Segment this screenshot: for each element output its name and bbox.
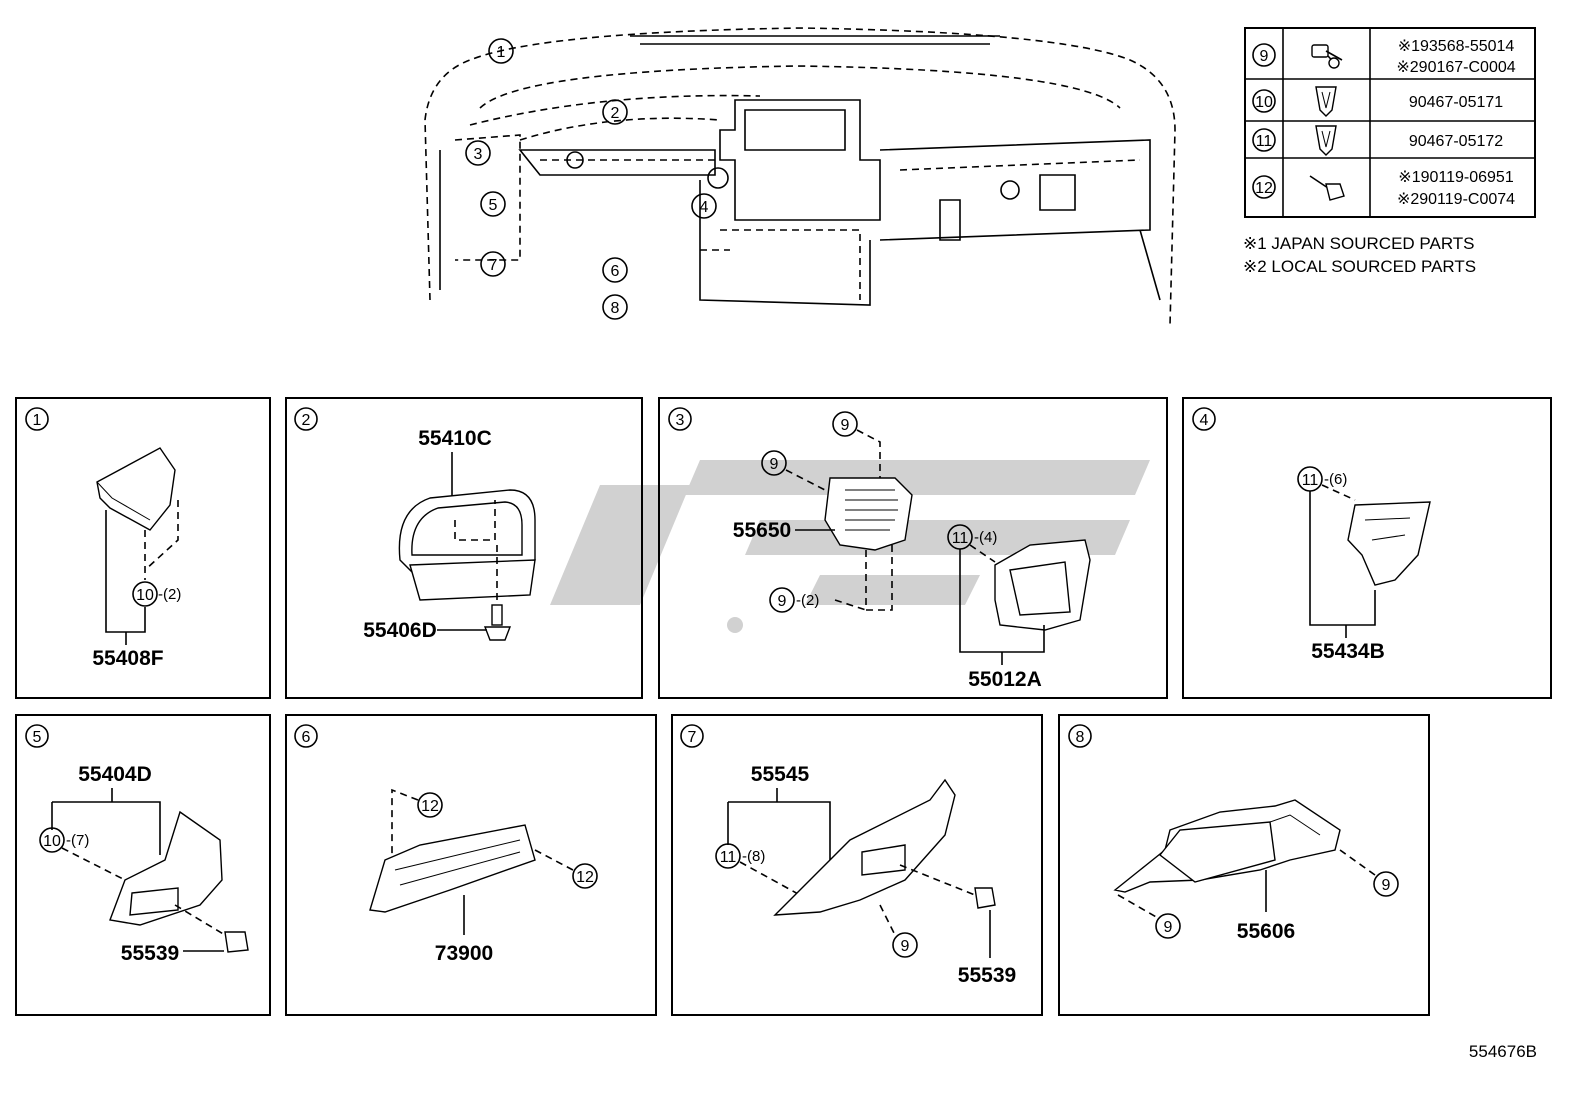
clip-icon (1315, 86, 1337, 117)
svg-text:9: 9 (778, 593, 787, 610)
overview-callout-3: 3 (474, 146, 483, 163)
part-55545: 55545 (751, 763, 810, 786)
dashboard-overview (424, 27, 1176, 326)
diagram-code: 554676B (1469, 1042, 1537, 1061)
svg-text:7: 7 (688, 729, 697, 746)
part-number-9a: ※193568-55014 (1398, 38, 1515, 55)
part-55012A: 55012A (968, 668, 1042, 691)
part-73900: 73900 (435, 942, 493, 965)
svg-text:9: 9 (1260, 48, 1269, 65)
svg-text:10: 10 (1255, 94, 1273, 111)
panel-4: 4 11 -(6) 55434B (1182, 397, 1552, 699)
part-55410C: 55410C (418, 427, 492, 450)
overview-callout-8: 8 (611, 300, 620, 317)
part-55650: 55650 (733, 519, 791, 542)
svg-text:-(2): -(2) (796, 592, 819, 609)
part-number-12b: ※290119-C0074 (1397, 191, 1515, 208)
screw-icon (1311, 44, 1343, 69)
svg-text:-(2): -(2) (158, 586, 181, 603)
overview-callout-2: 2 (611, 105, 620, 122)
svg-text:9: 9 (841, 417, 850, 434)
svg-text:9: 9 (770, 456, 779, 473)
clip-icon (1315, 125, 1337, 156)
panel-3: 3 9 9 55650 9 -(2) 11 -(4) 55012A (658, 397, 1168, 699)
overview-callout-6: 6 (611, 263, 620, 280)
svg-text:11: 11 (1302, 472, 1319, 489)
panel-6: 6 12 12 73900 (285, 714, 657, 1016)
svg-text:11: 11 (952, 530, 969, 547)
part-number-9b: ※290167-C0004 (1396, 59, 1515, 76)
part-55434B: 55434B (1311, 640, 1385, 663)
svg-text:9: 9 (1164, 919, 1173, 936)
overview-callouts: 1 2 3 4 5 6 7 8 (465, 38, 717, 320)
panel-8: 8 9 9 55606 (1058, 714, 1430, 1016)
svg-text:11: 11 (720, 849, 737, 866)
svg-text:3: 3 (676, 412, 685, 429)
panel-2: 2 55410C 55406D (285, 397, 643, 699)
svg-text:4: 4 (1200, 412, 1209, 429)
svg-text:12: 12 (576, 869, 594, 886)
svg-text:-(7): -(7) (66, 832, 89, 849)
part-number-12a: ※190119-06951 (1398, 169, 1514, 186)
part-number-11: 90467-05172 (1409, 133, 1503, 150)
overview-callout-4: 4 (700, 199, 709, 216)
svg-text:-(4): -(4) (974, 529, 997, 546)
svg-text:10: 10 (136, 587, 154, 604)
svg-text:2: 2 (302, 412, 311, 429)
part-55408F: 55408F (92, 647, 163, 670)
part-55539-a: 55539 (121, 942, 179, 965)
note-local-sourced: ※2 LOCAL SOURCED PARTS (1243, 257, 1476, 276)
panel-7: 7 55545 11 -(8) 55539 9 (671, 714, 1043, 1016)
svg-text:5: 5 (33, 729, 42, 746)
overview-callout-7: 7 (489, 257, 498, 274)
fastener-table: 9 10 11 12 ※193568-55014 ※290167-C0004 9… (1244, 27, 1536, 218)
svg-text:12: 12 (421, 798, 439, 815)
screw-icon (1309, 175, 1345, 201)
part-55539-b: 55539 (958, 964, 1016, 987)
panel-5: 5 55404D 10 -(7) 55539 (15, 714, 271, 1016)
overview-callout-1: 1 (497, 44, 506, 61)
note-japan-sourced: ※1 JAPAN SOURCED PARTS (1243, 234, 1475, 253)
svg-text:10: 10 (43, 833, 61, 850)
part-number-10: 90467-05171 (1409, 94, 1503, 111)
part-55406D: 55406D (363, 619, 437, 642)
svg-text:6: 6 (302, 729, 311, 746)
svg-text:9: 9 (901, 938, 910, 955)
panel-1: 1 10 -(2) 55408F (15, 397, 271, 699)
svg-text:9: 9 (1382, 877, 1391, 894)
part-55404D: 55404D (78, 763, 152, 786)
svg-text:12: 12 (1255, 180, 1273, 197)
part-55606: 55606 (1237, 920, 1295, 943)
svg-text:-(6): -(6) (1324, 471, 1347, 488)
svg-text:-(8): -(8) (742, 848, 765, 865)
svg-text:1: 1 (33, 412, 42, 429)
svg-text:11: 11 (1256, 133, 1273, 150)
svg-text:8: 8 (1076, 729, 1085, 746)
overview-callout-5: 5 (489, 197, 498, 214)
